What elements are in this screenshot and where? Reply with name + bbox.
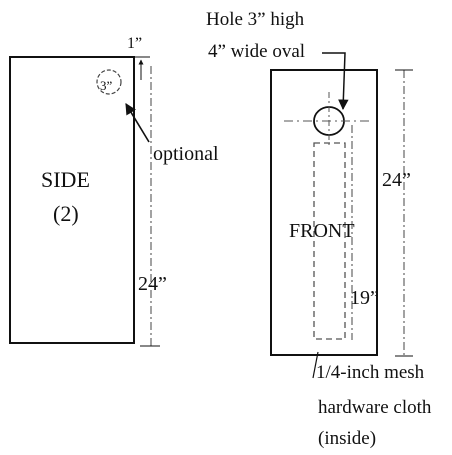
side-optional-label: optional (153, 143, 219, 165)
front-hole-leader (322, 52, 349, 111)
front-mesh-window (313, 142, 346, 340)
side-optional-arrow (125, 103, 150, 143)
side-title: SIDE (41, 167, 90, 192)
side-hole-size-label: 3” (100, 78, 113, 93)
front-mesh-leader (312, 351, 319, 379)
side-view: 3” 1” optional 24” SIDE (2) (9, 35, 219, 347)
front-height-label: 24” (382, 169, 411, 191)
side-panel-outline (9, 56, 135, 344)
front-mesh-label-line3: (inside) (318, 428, 376, 449)
side-top-offset-label: 1” (127, 35, 142, 52)
front-view: Hole 3” high 4” wide oval 19” 24” FRONT … (206, 9, 432, 449)
front-title: FRONT (289, 220, 355, 242)
front-mesh-height-label: 19” (350, 287, 379, 309)
front-mesh-label-line1: 1/4-inch mesh (316, 362, 425, 383)
front-hole-label-line1: Hole 3” high (206, 9, 305, 30)
front-hole-label-line2: 4” wide oval (208, 41, 305, 62)
front-panel-outline (270, 69, 378, 356)
front-mesh-label-line2: hardware cloth (318, 397, 432, 418)
side-count: (2) (53, 201, 79, 226)
side-hole-circle (96, 69, 122, 95)
side-height-label: 24” (138, 273, 167, 295)
